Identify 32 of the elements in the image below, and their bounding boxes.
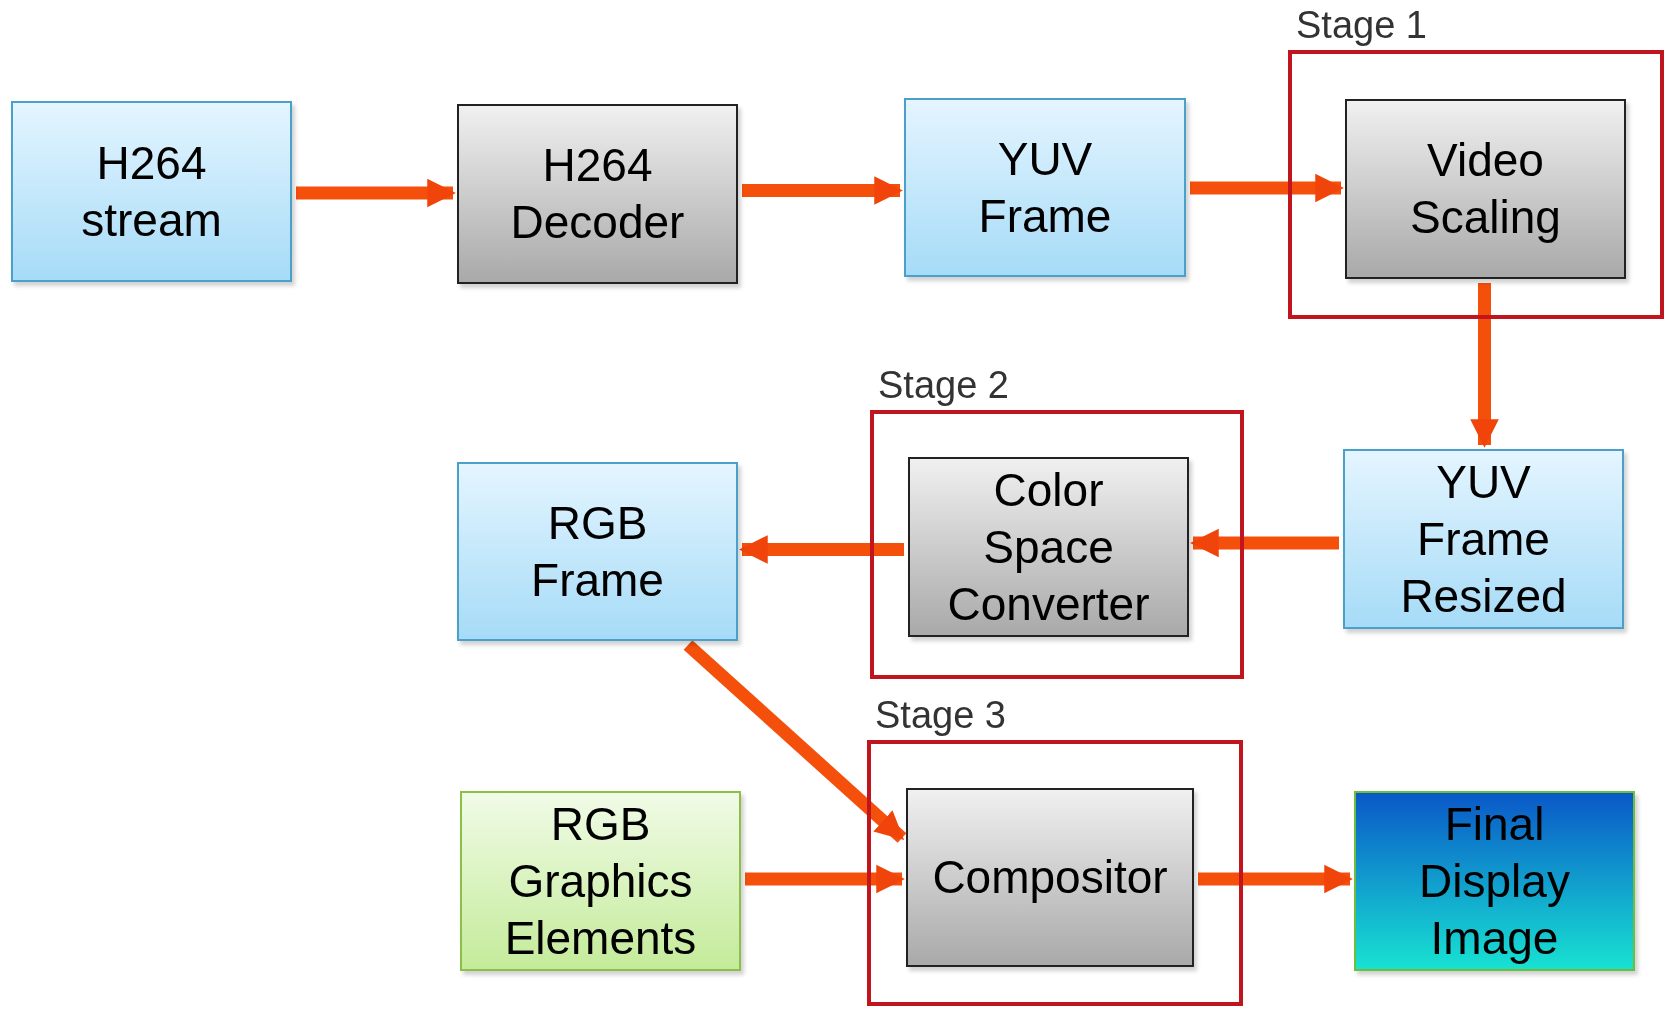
data-box	[1343, 449, 1624, 629]
stage-label: Stage 1	[1296, 4, 1427, 47]
box-label: Color Space Converter	[946, 462, 1151, 632]
arrow	[739, 535, 904, 564]
process-box	[906, 788, 1194, 967]
box-label: H264 stream	[80, 135, 223, 248]
data-box	[11, 101, 292, 282]
arrow	[745, 864, 905, 894]
stage-label: Stage 2	[878, 364, 1009, 407]
arrow	[1190, 173, 1344, 203]
box-label: Video Scaling	[1409, 133, 1562, 245]
box-label: YUV Frame	[977, 131, 1113, 244]
process-box	[1345, 99, 1626, 279]
box-label: YUV Frame Resized	[1399, 454, 1568, 624]
output-box	[1354, 791, 1635, 971]
arrow	[742, 176, 903, 205]
process-box	[457, 104, 738, 284]
box-label: H264 Decoder	[509, 138, 686, 250]
data-box	[457, 462, 738, 641]
process-box	[908, 457, 1189, 637]
box-label: RGB Graphics Elements	[503, 796, 698, 966]
arrow	[1470, 283, 1499, 448]
input-box	[460, 791, 741, 971]
stage-label: Stage 3	[875, 694, 1006, 737]
data-box	[904, 98, 1186, 277]
box-label: RGB Frame	[530, 495, 665, 608]
box-label: Final Display Image	[1418, 796, 1571, 966]
arrow	[296, 178, 456, 208]
arrow	[1190, 528, 1339, 558]
box-label: Compositor	[931, 850, 1169, 905]
arrow	[1198, 864, 1353, 894]
arrow	[683, 640, 907, 843]
